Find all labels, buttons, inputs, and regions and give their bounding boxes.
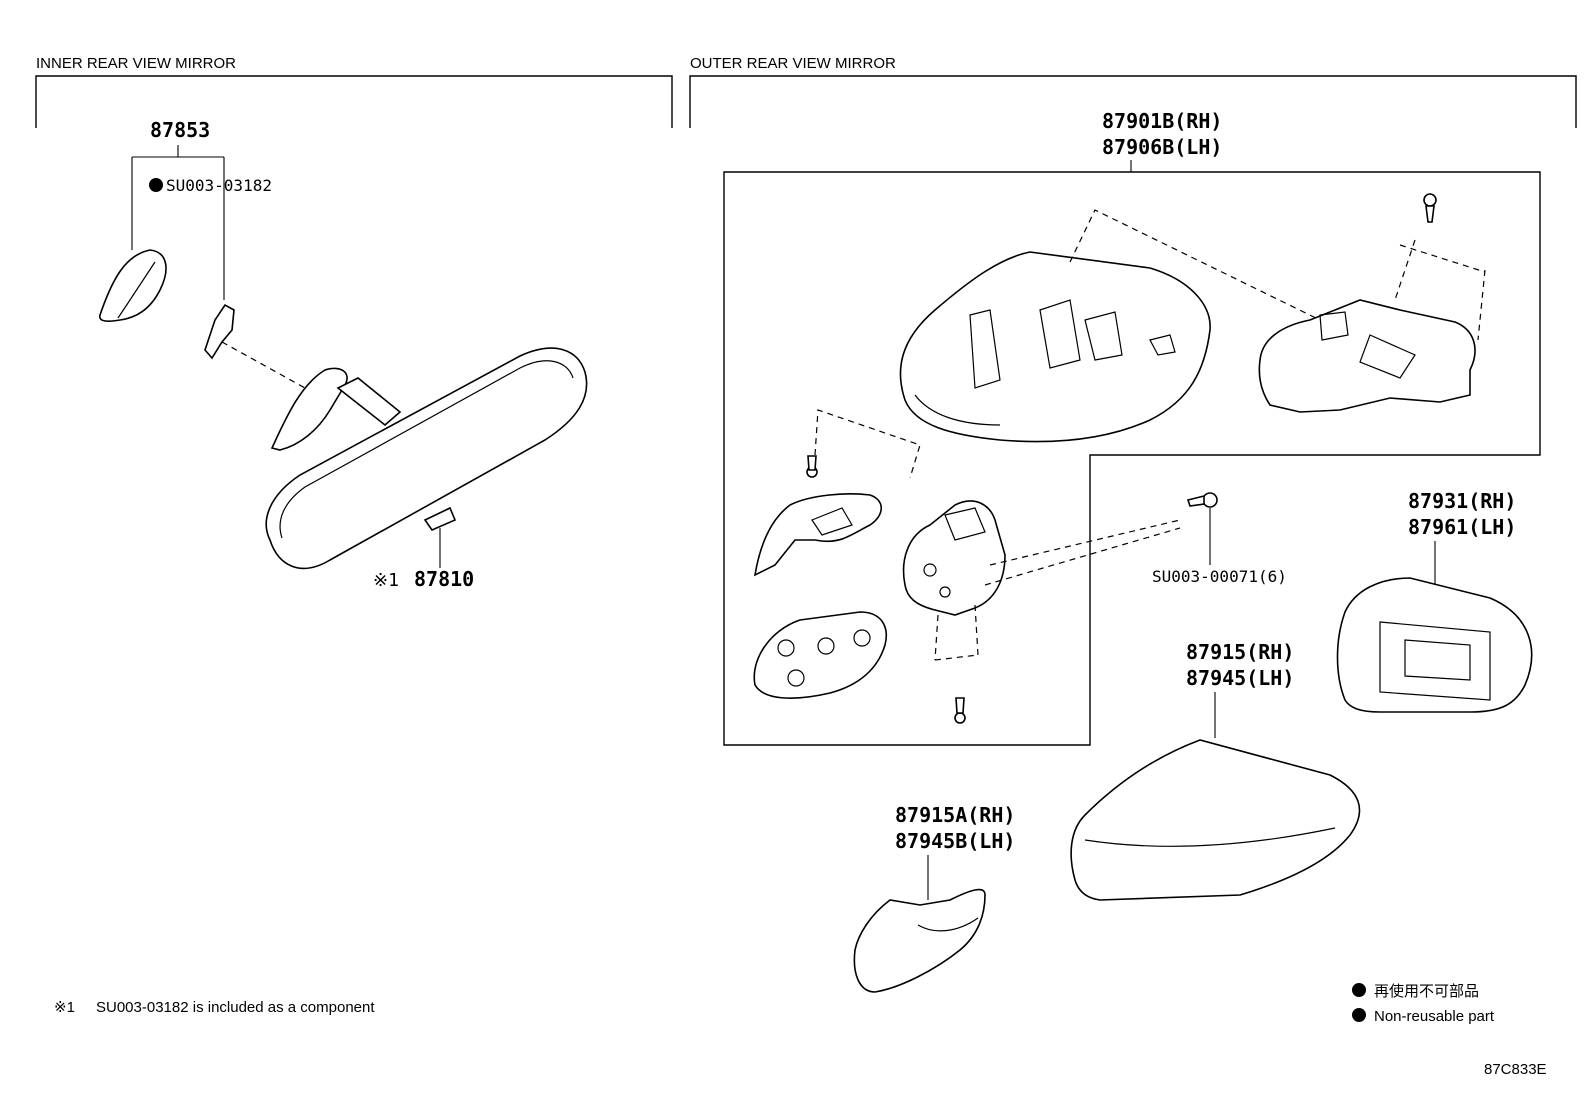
mirror-base-mount [902,500,1006,616]
footnote-text: SU003-03182 is included as a component [96,999,375,1016]
base-cover-plate [753,611,887,699]
mirror-arm [336,377,402,427]
part-number-su003-00071[interactable]: SU003-00071(6) [1152,567,1287,586]
outer-mirror-cover [1070,739,1361,901]
footnote-ref-mark: ※1 [373,570,399,591]
outer-mirror-section-title: OUTER REAR VIEW MIRROR [690,55,896,72]
part-number-87810[interactable]: 87810 [414,567,474,591]
part-number-87945b[interactable]: 87945B(LH) [895,829,1015,853]
mirror-mount [270,367,348,451]
outer-mirror-group: 87901B(RH) 87906B(LH) [723,109,1541,993]
mirror-sensor-tab [423,506,457,531]
assembly-frame [723,171,1541,746]
mirror-base-cap [853,888,986,993]
part-number-su003-03182[interactable]: SU003-03182 [166,176,272,195]
part-number-87853[interactable]: 87853 [150,118,210,142]
base-bracket [753,493,883,577]
mirror-clip [204,303,235,360]
screw-su003-00071 [1202,492,1218,508]
inner-mirror-group: 87853 SU003-03182 ※1 87810 [98,118,588,591]
mirror-glass [1336,577,1533,713]
mirror-stem-cover [98,249,167,322]
screw-top [1423,193,1437,207]
part-number-87945[interactable]: 87945(LH) [1186,666,1294,690]
inner-section-bracket [35,75,673,128]
non-reusable-mark-icon [149,178,163,192]
legend-en: Non-reusable part [1374,1008,1495,1025]
part-number-87901b[interactable]: 87901B(RH) [1102,109,1222,133]
part-number-87961[interactable]: 87961(LH) [1408,515,1516,539]
screw-bottom [954,712,966,724]
footnote-mark: ※1 [54,999,75,1016]
legend-jp: 再使用不可部品 [1374,983,1479,1000]
mirror-housing [899,251,1211,443]
mirror-actuator [1258,299,1476,413]
outer-section-bracket [689,75,1577,128]
part-number-87915a[interactable]: 87915A(RH) [895,803,1015,827]
part-number-87931[interactable]: 87931(RH) [1408,489,1516,513]
part-number-87906b[interactable]: 87906B(LH) [1102,135,1222,159]
part-number-87915[interactable]: 87915(RH) [1186,640,1294,664]
diagram-code: 87C833E [1484,1061,1547,1078]
leader-87853 [131,145,225,300]
inner-mirror-body [265,347,588,570]
legend-mark-icon-jp [1352,983,1366,997]
legend-mark-icon-en [1352,1008,1366,1022]
inner-mirror-section-title: INNER REAR VIEW MIRROR [36,55,236,72]
